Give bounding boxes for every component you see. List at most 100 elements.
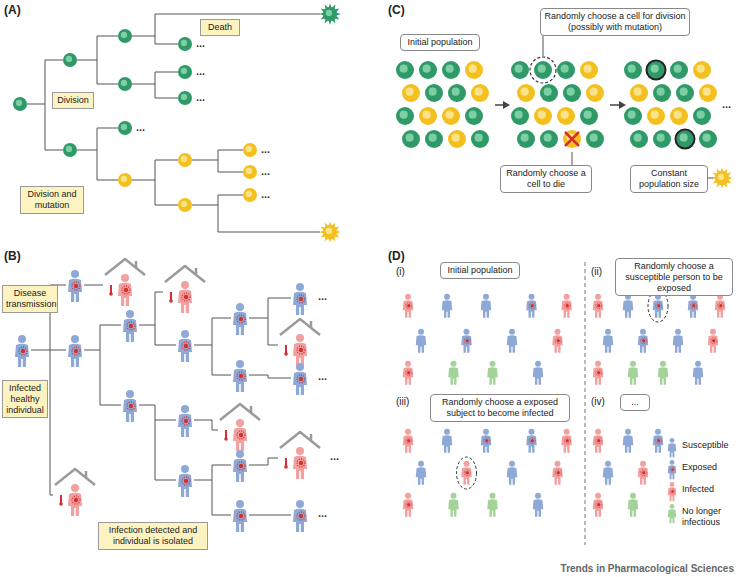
tree-line	[100, 325, 121, 326]
cell	[699, 130, 717, 148]
person-figure	[178, 281, 192, 313]
person-figure	[487, 493, 498, 517]
thermometer	[225, 430, 227, 438]
new-cell-outline	[676, 130, 695, 149]
ellipsis: ...	[722, 98, 731, 110]
cell	[534, 107, 552, 125]
house-roof	[105, 259, 145, 275]
tree-line	[268, 378, 291, 379]
panel-label: (D)	[388, 250, 405, 262]
person-figure	[593, 493, 604, 517]
arrow-head	[503, 101, 510, 109]
cell	[586, 130, 604, 148]
cell-nucleus	[423, 65, 431, 73]
tree-line	[155, 405, 156, 480]
person-figure	[603, 329, 614, 353]
cell	[178, 198, 192, 212]
cell	[540, 84, 558, 102]
cell	[396, 107, 414, 125]
cell-nucleus	[680, 88, 688, 96]
cell-nucleus	[66, 56, 72, 62]
tree-line	[268, 515, 291, 516]
cell-nucleus	[567, 88, 575, 96]
cell-nucleus	[121, 124, 127, 130]
person-figure	[68, 270, 82, 302]
person-figure	[552, 329, 563, 353]
box-text: ...	[624, 397, 646, 408]
virus-core	[597, 503, 600, 506]
cell	[178, 153, 192, 167]
cell-nucleus	[628, 65, 636, 73]
person-figure	[293, 283, 307, 315]
house-roof	[220, 404, 260, 420]
subpanel-label: (i)	[396, 266, 405, 278]
cell	[580, 107, 598, 125]
thermometer	[170, 292, 172, 300]
cell	[517, 84, 535, 102]
virus-core	[485, 439, 488, 442]
tree-line	[218, 232, 320, 233]
new-cell-outline	[647, 61, 666, 80]
house-roof	[280, 432, 320, 448]
person-figure	[693, 361, 704, 385]
tree-line	[155, 480, 176, 481]
thermometer-bulb	[59, 502, 63, 506]
cross-mark	[565, 132, 579, 146]
tree-line	[192, 205, 218, 206]
cell-nucleus	[452, 134, 460, 142]
cell	[419, 61, 437, 79]
virus-spikes	[641, 470, 647, 476]
virus-spikes	[182, 293, 190, 301]
cell	[699, 84, 717, 102]
person-figure	[593, 429, 604, 453]
cell-nucleus	[584, 65, 592, 73]
virus-spikes	[297, 346, 305, 354]
tree-line	[100, 325, 101, 405]
person-figure	[403, 493, 414, 517]
virus-core	[657, 304, 660, 307]
leader-line	[572, 152, 573, 165]
cell	[534, 61, 552, 79]
cell	[670, 107, 688, 125]
ellipsis: ...	[136, 121, 145, 133]
ellipsis: ...	[318, 370, 327, 382]
virus-spikes	[711, 338, 717, 344]
cell	[178, 65, 192, 79]
tree-line	[97, 128, 98, 180]
tree-line	[218, 172, 243, 173]
virus-spikes	[529, 438, 535, 444]
cell-nucleus	[521, 134, 529, 142]
person-figure	[403, 294, 414, 318]
virus-core	[74, 284, 78, 288]
cell	[442, 61, 460, 79]
person-figure	[526, 429, 537, 453]
ellipsis: ...	[261, 188, 270, 200]
panel-label: (C)	[388, 4, 405, 16]
person-figure	[628, 361, 639, 385]
cell	[511, 61, 529, 79]
tree-line	[100, 405, 121, 406]
tree-line	[249, 465, 268, 466]
cell-nucleus	[181, 40, 187, 46]
person-figure	[526, 294, 537, 318]
virus-spikes	[596, 502, 602, 508]
virus-spikes	[406, 303, 412, 309]
virus-spikes	[596, 303, 602, 309]
cell	[563, 130, 581, 148]
virus-core	[671, 490, 674, 493]
cell	[425, 130, 443, 148]
virus-core	[407, 439, 410, 442]
tree-line	[84, 350, 100, 351]
virus-core	[239, 464, 243, 468]
person-figure	[628, 493, 639, 517]
person-figure	[507, 461, 518, 485]
thermometer-bulb	[109, 292, 113, 296]
person-figure	[233, 450, 247, 482]
cell	[118, 77, 132, 91]
house-chimney	[310, 321, 313, 328]
cell	[118, 173, 132, 187]
cell-nucleus	[469, 65, 477, 73]
box-text: Initial population	[444, 265, 516, 276]
cell	[402, 84, 420, 102]
person-figure	[442, 429, 453, 453]
